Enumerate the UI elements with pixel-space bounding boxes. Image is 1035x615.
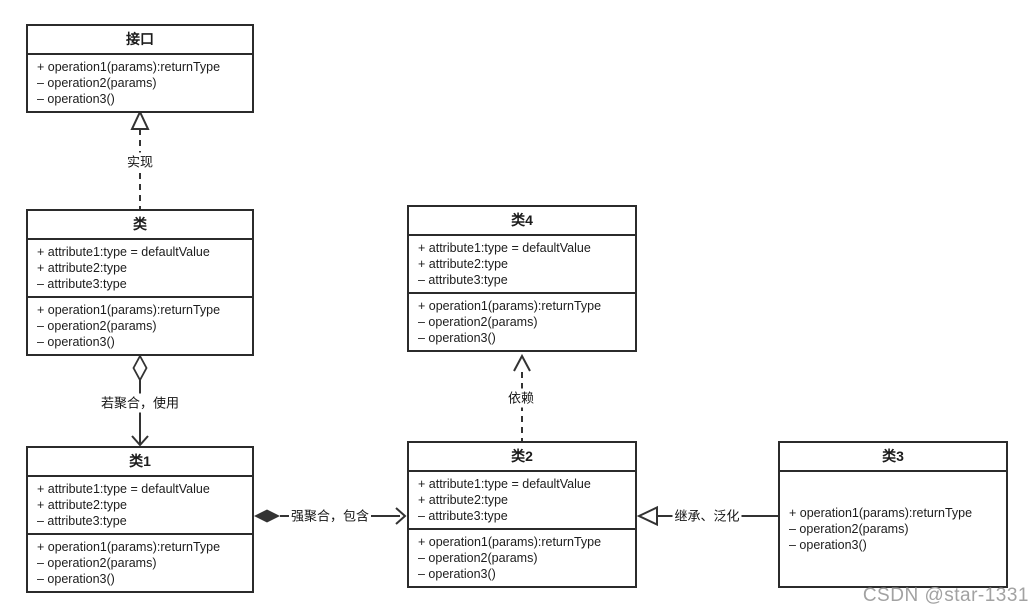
csdn-watermark: CSDN @star-1331 (862, 585, 1029, 606)
weak-aggregation-open-arrowhead (131, 435, 149, 447)
strong-aggregation-open-arrowhead (395, 507, 407, 525)
attribute-line: + attribute2:type (37, 498, 127, 512)
edge-label-strong-aggregation: 强聚合，包含 (288, 506, 372, 526)
operation-line: + operation1(params):returnType (37, 303, 221, 317)
attribute-line: – attribute3:type (418, 509, 508, 523)
inheritance-hollow-triangle-arrowhead (636, 505, 658, 527)
attribute-line: – attribute3:type (37, 514, 127, 528)
attribute-line: + attribute2:type (418, 257, 508, 271)
class-title: 接口 (126, 31, 154, 47)
attributes-section: + attribute1:type = defaultValue + attri… (28, 475, 252, 533)
edge-label-realization: 实现 (124, 152, 156, 172)
operation-line: – operation3() (37, 572, 115, 586)
operations-section: + operation1(params):returnType – operat… (780, 470, 1006, 586)
class-box-interface: 接口 + operation1(params):returnType – ope… (26, 24, 254, 113)
class-title: 类3 (882, 448, 904, 464)
operation-line: – operation2(params) (418, 315, 538, 329)
operation-line: – operation3() (418, 567, 496, 581)
class-box-class4: 类4 + attribute1:type = defaultValue + at… (407, 205, 637, 352)
class-box-base: 类 + attribute1:type = defaultValue + att… (26, 209, 254, 356)
operations-section: + operation1(params):returnType – operat… (28, 296, 252, 354)
class-box-class2: 类2 + attribute1:type = defaultValue + at… (407, 441, 637, 588)
strong-aggregation-filled-diamond (254, 509, 280, 523)
attributes-section: + attribute1:type = defaultValue + attri… (409, 470, 635, 528)
attributes-section: + attribute1:type = defaultValue + attri… (409, 234, 635, 292)
operation-line: + operation1(params):returnType (37, 60, 221, 74)
operation-line: – operation2(params) (37, 76, 157, 90)
attribute-line: – attribute3:type (37, 277, 127, 291)
operation-line: + operation1(params):returnType (789, 506, 973, 520)
edge-label-weak-aggregation: 若聚合，使用 (98, 393, 182, 413)
operation-line: – operation2(params) (37, 556, 157, 570)
weak-aggregation-hollow-diamond (132, 354, 148, 382)
operation-line: – operation2(params) (418, 551, 538, 565)
operation-line: – operation3() (37, 92, 115, 106)
realization-hollow-triangle-arrowhead (130, 109, 150, 130)
operation-line: – operation3() (37, 335, 115, 349)
class-title: 类1 (129, 453, 151, 469)
operation-line: + operation1(params):returnType (418, 299, 602, 313)
attribute-line: + attribute2:type (418, 493, 508, 507)
attribute-line: + attribute1:type = defaultValue (418, 477, 591, 491)
attributes-section: + attribute1:type = defaultValue + attri… (28, 238, 252, 296)
edge-label-inheritance: 继承、泛化 (672, 506, 742, 526)
attribute-line: + attribute2:type (37, 261, 127, 275)
operation-line: + operation1(params):returnType (37, 540, 221, 554)
operation-line: – operation2(params) (789, 522, 909, 536)
class-box-class3: 类3 + operation1(params):returnType – ope… (778, 441, 1008, 588)
class-title: 类2 (511, 448, 533, 464)
operation-line: – operation2(params) (37, 319, 157, 333)
operations-section: + operation1(params):returnType – operat… (28, 53, 252, 111)
operation-line: – operation3() (789, 538, 867, 552)
operation-line: + operation1(params):returnType (418, 535, 602, 549)
attribute-line: + attribute1:type = defaultValue (37, 482, 210, 496)
class-title: 类 (133, 216, 147, 232)
attribute-line: + attribute1:type = defaultValue (418, 241, 591, 255)
attribute-line: – attribute3:type (418, 273, 508, 287)
dependency-open-arrowhead (513, 353, 531, 372)
operations-section: + operation1(params):returnType – operat… (409, 528, 635, 586)
operation-line: – operation3() (418, 331, 496, 345)
attribute-line: + attribute1:type = defaultValue (37, 245, 210, 259)
class-title: 类4 (511, 212, 533, 228)
operations-section: + operation1(params):returnType – operat… (28, 533, 252, 591)
operations-section: + operation1(params):returnType – operat… (409, 292, 635, 350)
class-box-class1: 类1 + attribute1:type = defaultValue + at… (26, 446, 254, 593)
edge-label-dependency: 依赖 (505, 388, 537, 408)
